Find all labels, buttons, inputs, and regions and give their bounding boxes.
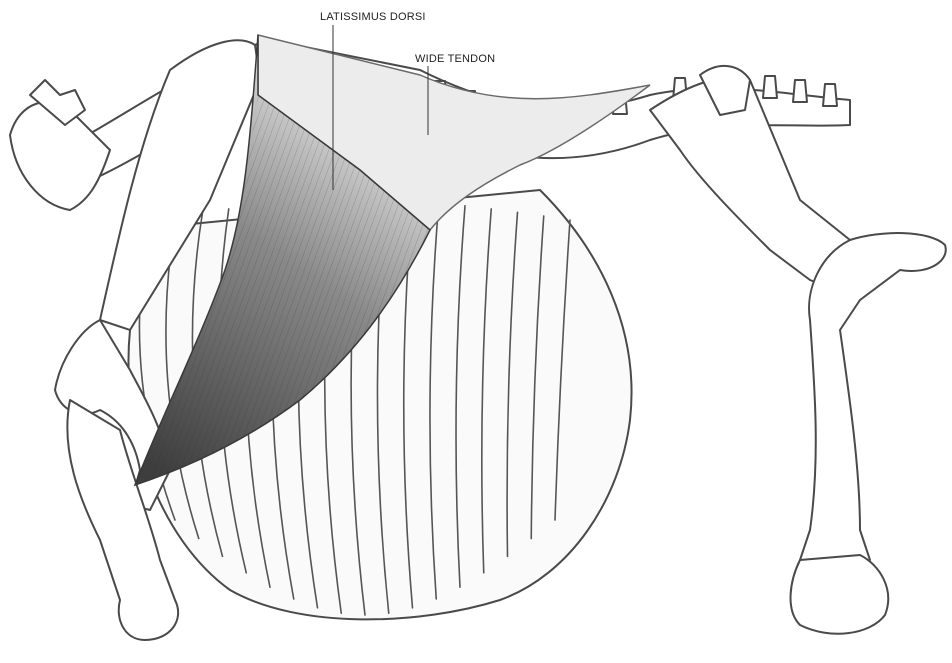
hind-leg-lower	[791, 555, 889, 634]
vertebra-process	[763, 76, 777, 98]
femur	[800, 233, 946, 573]
label-wide-tendon: WIDE TENDON	[415, 53, 495, 65]
vertebra-process	[823, 84, 837, 106]
vertebra-process	[793, 80, 807, 102]
label-latissimus-dorsi: LATISSIMUS DORSI	[320, 11, 426, 23]
